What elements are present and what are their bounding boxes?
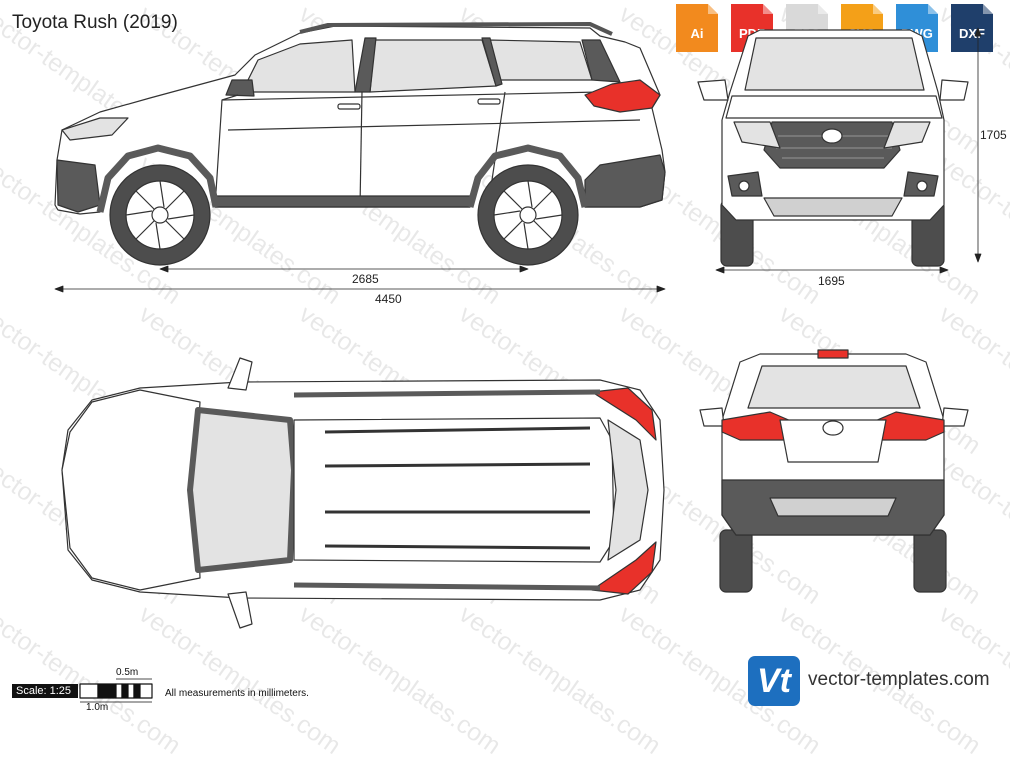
roof-spoiler — [817, 349, 849, 359]
rear-view — [699, 349, 969, 593]
format-label: Ai — [690, 26, 704, 41]
scale-half-meter: 0.5m — [116, 667, 139, 678]
rear-bumper-side — [584, 154, 666, 208]
door-handle — [477, 98, 501, 105]
mirror-top-upper — [227, 357, 253, 391]
tail-light-top-lower — [591, 541, 657, 595]
roof-bar — [324, 426, 591, 434]
width-dimension — [715, 266, 949, 274]
scale-bar — [79, 678, 153, 703]
roof-bar — [324, 544, 591, 550]
belt-line — [221, 91, 601, 101]
rear-tire-left — [719, 529, 753, 593]
measurement-note: All measurements in millimeters. — [165, 688, 309, 699]
vector-templates-logo[interactable]: Vt — [748, 656, 800, 706]
rear-mirror-left — [699, 407, 725, 427]
front-wheel-arch — [96, 144, 220, 213]
toyota-emblem-rear — [822, 420, 844, 436]
tailgate — [779, 419, 887, 463]
side-window-rear — [487, 39, 593, 81]
rear-window — [747, 365, 921, 409]
file-icon — [676, 4, 718, 52]
height-label: 1705 — [980, 128, 1007, 142]
roof-rail — [299, 22, 613, 36]
rear-wheel — [477, 164, 579, 266]
side-skirt — [214, 195, 471, 208]
hood — [725, 95, 943, 119]
car-drawing — [54, 22, 982, 703]
wheelbase-dimension — [159, 265, 529, 273]
length-label: 4450 — [375, 292, 402, 306]
site-link[interactable]: vector-templates.com — [808, 669, 990, 690]
headlight-side — [61, 117, 129, 141]
length-dimension — [54, 285, 666, 293]
format-badge-ai[interactable]: Ai — [676, 4, 718, 52]
headlight-left — [733, 121, 781, 149]
front-bumper-side — [56, 159, 101, 213]
width-label: 1695 — [818, 274, 845, 288]
wheelbase-label: 2685 — [352, 272, 379, 286]
rear-glass-top — [607, 419, 649, 561]
toyota-emblem — [821, 128, 843, 144]
shoulder-line — [227, 119, 641, 131]
scale-label: Scale: 1:25 — [12, 684, 78, 698]
rear-skid — [769, 497, 897, 517]
headlight-right — [883, 121, 931, 149]
windshield — [744, 37, 925, 91]
mirror-right — [939, 79, 969, 101]
front-view — [697, 29, 969, 267]
b-pillar — [354, 37, 377, 93]
mirror-top-lower — [227, 591, 253, 629]
side-view — [54, 22, 666, 266]
scale-meter: 1.0m — [86, 702, 109, 713]
top-view — [61, 357, 665, 629]
side-window-front — [241, 39, 356, 93]
hood-top — [61, 389, 201, 591]
file-icon — [951, 4, 993, 52]
roof — [293, 417, 615, 563]
height-dimension — [974, 27, 982, 263]
c-pillar — [481, 37, 503, 87]
door-handle — [337, 103, 361, 110]
roof-bar — [324, 462, 591, 468]
rear-tire-right — [913, 529, 947, 593]
mirror-left — [697, 79, 729, 101]
rear-mirror-right — [941, 407, 969, 427]
page-title: Toyota Rush (2019) — [12, 12, 178, 33]
grille — [763, 121, 901, 169]
windshield-top — [187, 407, 297, 573]
d-pillar — [581, 39, 621, 83]
side-window-middle — [369, 39, 497, 93]
skid-plate — [763, 197, 903, 217]
tail-light-top-upper — [591, 387, 657, 441]
tail-light-side — [584, 79, 661, 113]
front-wheel — [109, 164, 211, 266]
rear-door-line — [359, 91, 363, 208]
side-mirror — [225, 79, 255, 97]
rear-wheel-arch — [466, 144, 589, 208]
